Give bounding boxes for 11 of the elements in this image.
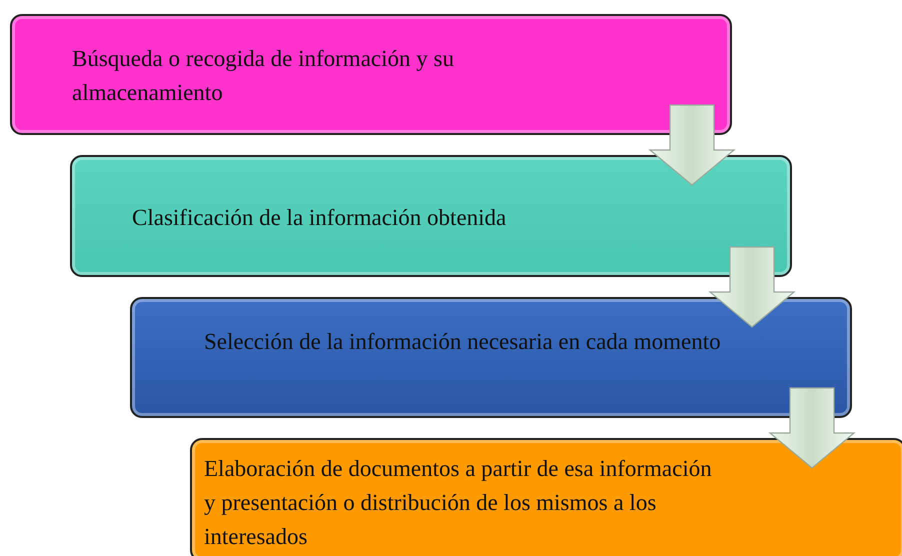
block-arrow: [768, 387, 856, 469]
process-box: [130, 297, 852, 418]
process-box: [70, 155, 792, 277]
process-box: [10, 14, 732, 135]
step-text: Elaboración de documentos a partir de esa información y presentación o distribución de los mismos a los interesados: [204, 455, 713, 551]
step-text: Selección de la información necesaria en cada momento: [204, 328, 722, 356]
block-arrow: [648, 104, 736, 186]
block-arrow: [708, 246, 796, 328]
process-box: [190, 438, 902, 556]
step-text: Clasificación de la información obtenida: [132, 204, 508, 232]
step-text: Búsqueda o recogida de información y su almacenamiento: [72, 45, 455, 107]
